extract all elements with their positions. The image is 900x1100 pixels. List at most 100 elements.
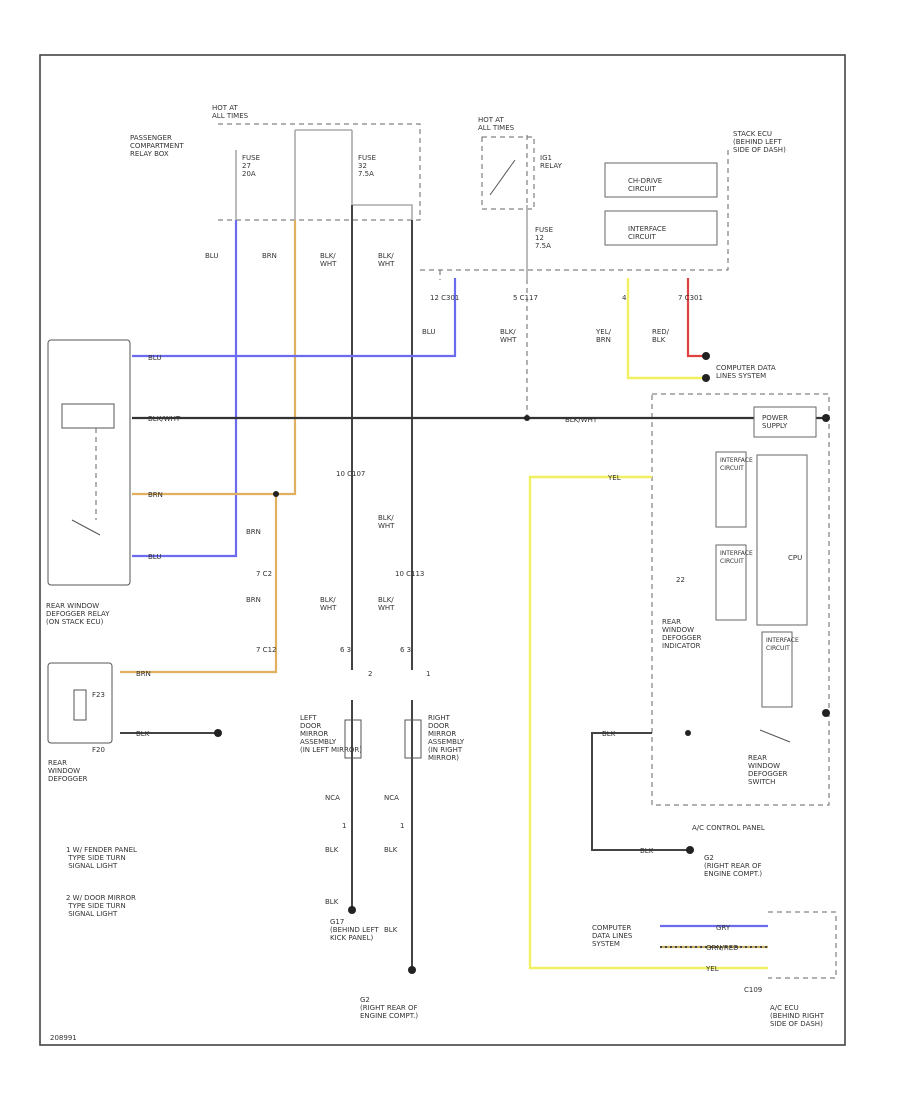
label-footer-code: 208991 [50,1034,77,1042]
label-defogger-blk: BLK [136,730,150,738]
wire-blu-1 [132,220,238,558]
label-conn-10-c107: 10 C107 [336,470,365,478]
label-blk-left: BLK [325,846,339,854]
label-yel: YEL [607,474,621,482]
wire-brn-2 [120,494,278,674]
label-nca-left: NCA [325,794,340,802]
label-note-2: 2 W/ DOOR MIRROR TYPE SIDE TURN SIGNAL L… [66,894,136,918]
label-defogger-brn: BRN [136,670,151,678]
label-wire-blkwht-3: BLK/WHT [500,328,517,344]
label-conn-12-c301: 12 C301 [430,294,459,302]
label-conn-7-c12: 7 C12 [256,646,276,654]
label-wire-blkwht-2: BLK/WHT [378,252,395,268]
label-blk-g2-right: BLK [640,847,654,855]
interface-box-3 [761,631,793,708]
ig1-relay-outline [481,136,535,210]
label-wire-brn-1: BRN [262,252,277,260]
ig1-relay-switch [489,159,516,196]
label-pin-1-right: 1 [400,822,404,830]
label-pins-right: 6 3 [400,646,411,654]
label-grnred: GRN/RED [706,944,739,952]
label-wire-blkwht-6: BLK/WHT [378,596,395,612]
label-blk-g2: BLK [384,926,398,934]
label-relay-pin-brn: BRN [148,491,163,499]
label-conn-7-c2: 7 C2 [256,570,272,578]
label-wire-brn-2: BRN [246,528,261,536]
power-supply-box [753,406,817,438]
label-pin-1a: 1 [426,670,430,678]
label-conn-10-c113: 10 C113 [395,570,424,578]
label-wire-brn-3: BRN [246,596,261,604]
wire-brn-1 [132,220,297,496]
label-blk-right: BLK [384,846,398,854]
label-relay-pin-blu: BLU [148,354,161,362]
label-ac-control-panel: A/C CONTROL PANEL [692,824,765,832]
wire-yel-long [528,475,768,970]
diagram-frame [39,54,846,1046]
interface-circuit-box [604,210,718,246]
label-num-22: 22 [676,576,685,584]
relay-coil [61,403,115,429]
label-f23: F23 [92,691,105,699]
label-c109: C109 [744,986,762,994]
fuse-box-outline [218,123,421,221]
label-wire-blu-1: BLU [205,252,218,260]
label-note-1: 1 W/ FENDER PANEL TYPE SIDE TURN SIGNAL … [66,846,137,870]
ac-ecu-outline [768,911,837,979]
label-nca-right: NCA [384,794,399,802]
label-blk-switch: BLK [602,730,616,738]
label-conn-7-c301: 7 C301 [678,294,703,302]
label-wire-blkwht-1: BLK/WHT [320,252,337,268]
right-mirror-heater [404,719,422,759]
ch-drive-circuit-box [604,162,718,198]
label-conn-5-c117: 5 C117 [513,294,538,302]
cpu-box [756,454,808,626]
label-wire-yelbrn: YEL/BRN [595,328,612,344]
rear-defogger-box [47,662,113,744]
label-pin-1-left: 1 [342,822,346,830]
label-wire-redblk: RED/BLK [652,328,670,344]
defogger-relay-box [47,339,131,586]
wire-red-blk [686,278,706,358]
ac-control-panel-outline [651,393,830,806]
label-pins-left: 6 3 [340,646,351,654]
label-blkwht-right: BLK/WHT [565,416,598,424]
relay-switch [71,519,101,536]
label-relay-pin-blkwht: BLK/WHT [148,415,181,423]
label-f20: F20 [92,746,105,754]
label-conn-4: 4 [622,294,627,302]
interface-box-2 [715,544,747,621]
interface-box-1 [715,451,747,528]
label-blk-g1: BLK [325,898,339,906]
stack-ecu-outline [420,150,729,271]
wire-blu-2 [132,278,457,358]
label-yel-bottom: YEL [705,965,719,973]
defogger-element [73,689,87,721]
left-mirror-heater [344,719,362,759]
defogger-switch [759,729,791,743]
